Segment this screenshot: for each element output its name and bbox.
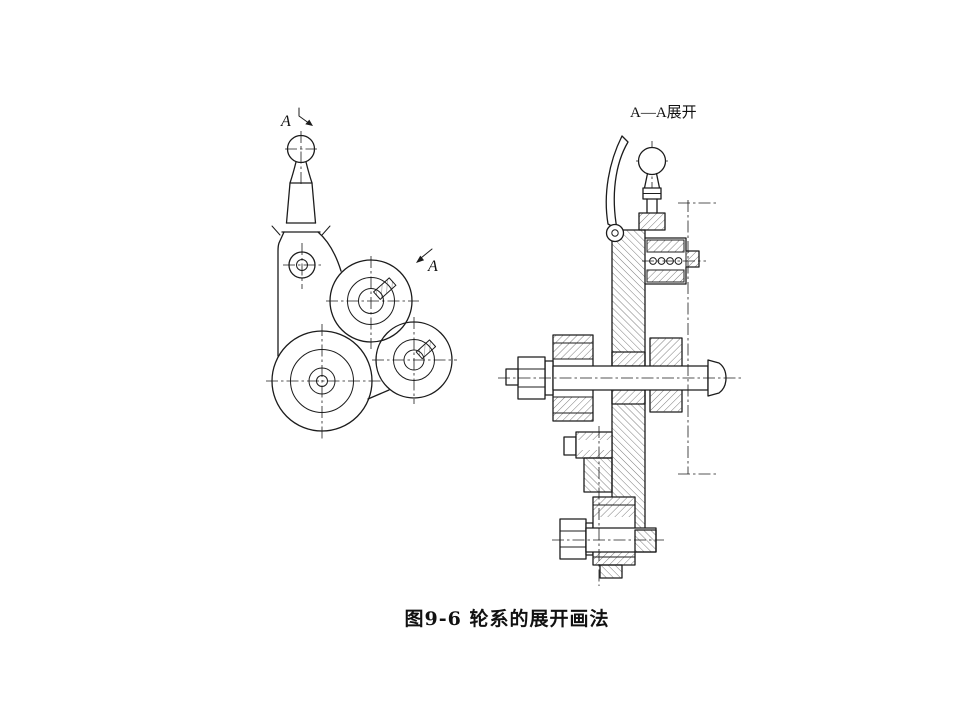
gear-upper (329, 259, 413, 343)
top-bracket-bearing (642, 237, 706, 285)
right-view: A—A展开 (498, 105, 742, 586)
fold-trace-lines (498, 200, 742, 475)
section-arrow-top-icon (305, 119, 313, 126)
gear-right (375, 321, 453, 399)
left-view-centerlines (266, 131, 457, 441)
section-label-side: A (427, 258, 438, 275)
gear-right-shaft-stub (415, 339, 437, 360)
figure-caption: 图9-6 轮系的展开画法 (404, 608, 610, 630)
section-marks: A A (280, 107, 438, 275)
bracket-body-outline (277, 231, 390, 400)
pivot-circles (288, 251, 316, 279)
lower-nut (559, 518, 587, 560)
left-view: A A (266, 107, 457, 441)
lever-handle-front (271, 134, 331, 236)
section-label-top: A (280, 113, 291, 130)
gear-upper-shaft-stub (373, 277, 397, 300)
right-view-title: A—A展开 (630, 105, 697, 121)
shaft-left-tip (505, 368, 519, 386)
lever-blade (605, 135, 629, 230)
section-arrow-side-icon (416, 255, 425, 263)
shaft-bushings (611, 351, 646, 405)
lower-centerlines (552, 426, 664, 586)
gear-large (271, 330, 373, 432)
lever-handle-section (605, 135, 667, 243)
